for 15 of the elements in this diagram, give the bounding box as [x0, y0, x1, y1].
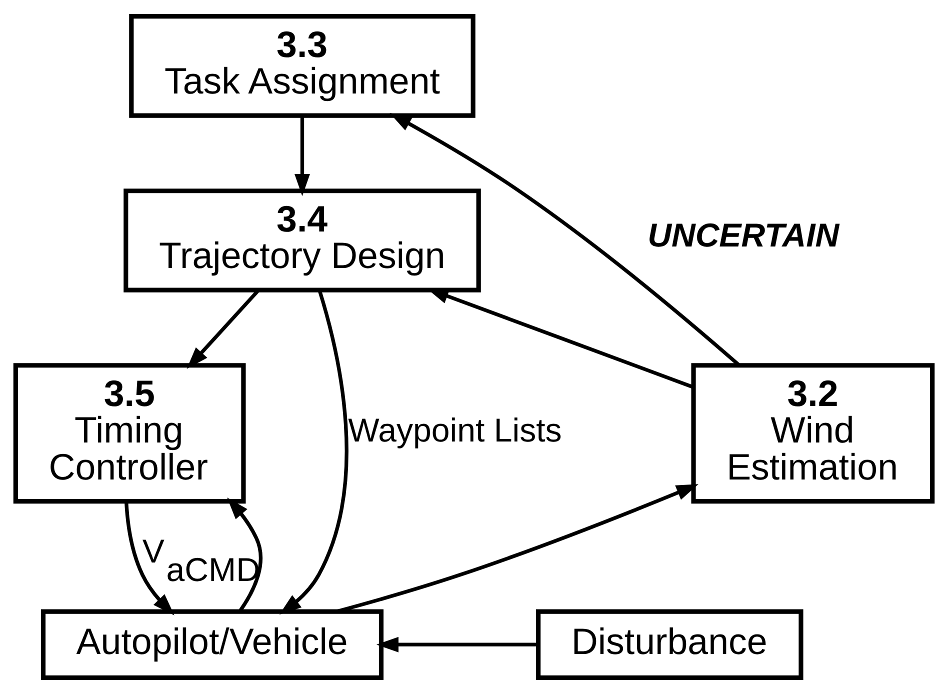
node-box: 3.2 Wind Estimation — [691, 363, 935, 504]
arrow — [390, 112, 740, 366]
arrow — [279, 290, 348, 615]
edge-label: UNCERTAIN — [648, 218, 840, 255]
arrow — [124, 502, 174, 616]
node-box: 3.5 Timing Controller — [13, 363, 246, 504]
arrow — [294, 116, 310, 196]
node-box: Autopilot/Vehicle — [40, 609, 384, 680]
arrow — [186, 289, 260, 369]
node-box: Disturbance — [536, 609, 804, 680]
node-box: 3.3 Task Assignment — [129, 14, 476, 118]
arrow — [227, 497, 263, 612]
arrow — [376, 636, 538, 652]
edge-label: Waypoint Lists — [348, 412, 562, 450]
node-box: 3.4 Trajectory Design — [124, 188, 481, 292]
